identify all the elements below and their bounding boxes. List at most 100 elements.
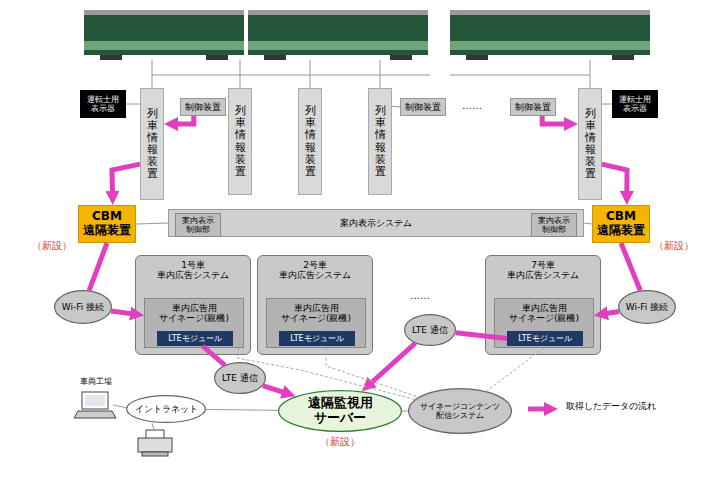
lte-module: LTEモジュール	[507, 331, 583, 346]
device-column: 列車情報装置	[228, 88, 252, 195]
ellipse-shape	[619, 291, 676, 324]
control-box: 制御装置	[510, 98, 556, 116]
node-label: LTE 通信	[222, 373, 258, 383]
car-system-box: 1号車 車内広告システム車内広告用 サイネージ(親機) LTEモジュール	[135, 255, 251, 355]
vertical-label: 列車情報装置	[375, 105, 386, 178]
lte-module: LTEモジュール	[279, 331, 355, 346]
node-label: CBM 遠隔装置	[596, 210, 646, 238]
data-flow-arrow	[263, 386, 288, 394]
link-line	[136, 223, 168, 224]
guidance-band: 案内表示システム 案内表示 制御部 案内表示 制御部	[168, 209, 584, 237]
new-tag: （新設）	[320, 436, 360, 447]
data-flow-arrow	[621, 243, 640, 290]
car-roof	[248, 10, 428, 15]
car-body	[450, 15, 650, 55]
vertical-label: 列車情報装置	[235, 105, 246, 178]
ellipse-shape	[127, 396, 206, 423]
node-label: LTEモジュール	[168, 334, 221, 343]
node-label: 運転士用表示器	[85, 95, 121, 113]
guidance-control-box: 案内表示 制御部	[531, 213, 577, 237]
guidance-control-box: 案内表示 制御部	[175, 213, 221, 237]
bogies	[100, 55, 634, 60]
node-label: 制御装置	[405, 102, 441, 112]
data-flow-arrow	[602, 311, 619, 314]
legend-entry: 取得したデータの流れ	[566, 402, 656, 412]
display-box: 運転士用表示器	[80, 90, 126, 118]
train-bus-wires	[152, 60, 590, 88]
car-body	[248, 15, 428, 55]
server-ellipse: 遠隔監視用 サーバー	[278, 390, 402, 432]
data-flow-arrow	[602, 164, 627, 197]
car-stripe	[248, 41, 428, 50]
ellipse-shape	[215, 363, 266, 394]
vertical-label: 列車情報装置	[305, 105, 316, 178]
ellipse-shape	[279, 391, 402, 432]
node-label: イントラネット	[135, 404, 198, 414]
signage-box: 車内広告用 サイネージ(親機) LTEモジュール	[494, 298, 594, 348]
lte-ellipse: LTE 通信	[404, 314, 456, 346]
data-flow-arrow	[172, 116, 194, 124]
car-stripe	[450, 41, 650, 50]
control-box: 制御装置	[400, 98, 446, 116]
car-stripe	[84, 41, 244, 50]
node-label: 車内広告用 サイネージ(親機)	[152, 303, 236, 324]
vertical-label: 列車情報装置	[147, 108, 158, 181]
vertical-label: 列車情報装置	[585, 108, 596, 181]
node-label: サイネージコンテンツ 配信システム	[415, 402, 505, 420]
link-line	[584, 223, 592, 224]
lte-module: LTEモジュール	[157, 331, 233, 346]
node-label: 車内広告用 サイネージ(親機)	[502, 303, 586, 324]
car-windows	[248, 17, 428, 37]
node-label: 車内広告用 サイネージ(親機)	[274, 303, 358, 324]
node-label: 2号車 車内広告システム	[273, 260, 357, 281]
cbm-box: CBM 遠隔装置	[592, 205, 650, 243]
car-roof	[84, 10, 244, 15]
node-label: 遠隔監視用 サーバー	[294, 396, 386, 426]
car-windows	[84, 17, 244, 37]
link-line	[392, 106, 400, 108]
printer-icon	[138, 430, 172, 456]
node-label: 案内表示システム	[340, 218, 412, 228]
node-label: 7号車 車内広告システム	[501, 260, 585, 281]
dashed-link	[237, 348, 415, 399]
car-windows	[450, 17, 650, 37]
ellipse-shape	[409, 389, 512, 434]
data-flow-arrow	[456, 333, 507, 339]
car-body	[84, 15, 244, 55]
node-label: LTE 通信	[412, 325, 448, 335]
link-line	[402, 411, 408, 412]
car-system-box: 7号車 車内広告システム車内広告用 サイネージ(親機) LTEモジュール	[485, 255, 601, 355]
new-tag: （新設）	[654, 240, 694, 251]
legend-arrow	[528, 407, 550, 412]
node-label: 制御装置	[185, 102, 221, 112]
link-line	[602, 104, 612, 105]
lte-ellipse: LTE 通信	[214, 362, 266, 394]
wifi-ellipse: Wi-Fi 接続	[618, 290, 676, 324]
place-label: 車両工場	[80, 378, 112, 387]
node-label: CBM 遠隔装置	[82, 210, 132, 238]
train	[84, 10, 650, 60]
dashed-link	[486, 348, 544, 391]
new-tag: （新設）	[32, 240, 72, 251]
node-label: Wi-Fi 接続	[626, 302, 668, 312]
car-roof	[450, 10, 650, 15]
link-line	[206, 409, 278, 411]
device-column: 列車情報装置	[578, 88, 602, 200]
link-line	[126, 104, 140, 105]
ellipsis: ……	[410, 290, 430, 301]
signage-box: 車内広告用 サイネージ(親機) LTEモジュール	[144, 298, 244, 348]
data-flow-arrow	[111, 311, 136, 314]
data-flow-arrow	[112, 164, 140, 197]
ellipsis: ……	[462, 100, 482, 111]
node-label: 案内表示 制御部	[535, 216, 573, 234]
device-column: 列車情報装置	[298, 88, 322, 195]
ellipse-shape	[55, 291, 112, 324]
node-label: 運転士用表示器	[617, 95, 653, 113]
content-system-ellipse: サイネージコンテンツ 配信システム	[408, 388, 512, 434]
cbm-box: CBM 遠隔装置	[78, 205, 136, 243]
data-flow-arrow	[203, 346, 225, 365]
data-flow-arrow	[542, 116, 570, 124]
node-label: 1号車 車内広告システム	[151, 260, 235, 281]
data-flow-arrow	[368, 343, 416, 386]
